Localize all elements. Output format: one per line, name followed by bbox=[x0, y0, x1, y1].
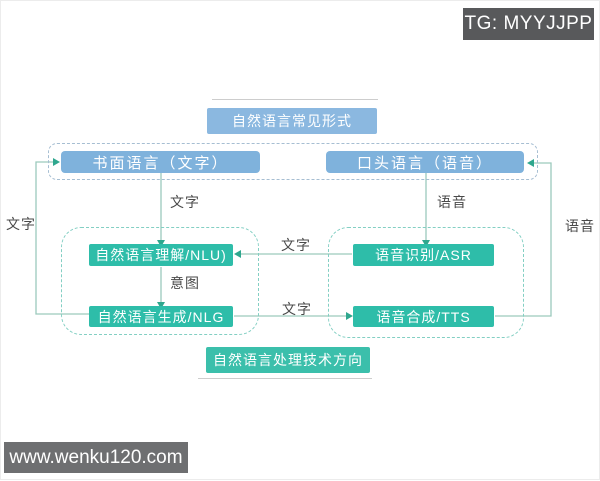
tg-channel-badge: TG: MYYJJPP bbox=[463, 8, 594, 40]
node-tts: 语音合成/TTS bbox=[353, 306, 494, 327]
group-speech-side bbox=[328, 227, 524, 338]
site-watermark: www.wenku120.com bbox=[4, 442, 188, 473]
bottom-title: 自然语言处理技术方向 bbox=[206, 347, 370, 373]
hairline-below-bottom-title bbox=[198, 378, 372, 379]
label-text-under-written: 文字 bbox=[170, 194, 200, 210]
label-text-nlg-to-tts: 文字 bbox=[282, 301, 312, 317]
label-text-outer-left: 文字 bbox=[6, 216, 36, 232]
node-nlu: 自然语言理解/NLU) bbox=[89, 244, 233, 266]
node-spoken-language: 口头语言（语音） bbox=[326, 151, 524, 173]
label-intent: 意图 bbox=[170, 275, 200, 291]
label-speech-under-spoken: 语音 bbox=[437, 194, 467, 210]
top-title: 自然语言常见形式 bbox=[207, 108, 377, 134]
group-natural-language-forms bbox=[48, 143, 538, 180]
label-speech-outer-right: 语音 bbox=[565, 218, 595, 234]
hairline-above-top-title bbox=[212, 99, 378, 100]
node-asr: 语音识别/ASR bbox=[353, 244, 494, 266]
label-text-asr-to-nlu: 文字 bbox=[281, 237, 311, 253]
group-nlp-text-side bbox=[61, 227, 259, 335]
node-nlg: 自然语言生成/NLG bbox=[89, 306, 233, 327]
node-written-language: 书面语言（文字） bbox=[61, 151, 260, 173]
